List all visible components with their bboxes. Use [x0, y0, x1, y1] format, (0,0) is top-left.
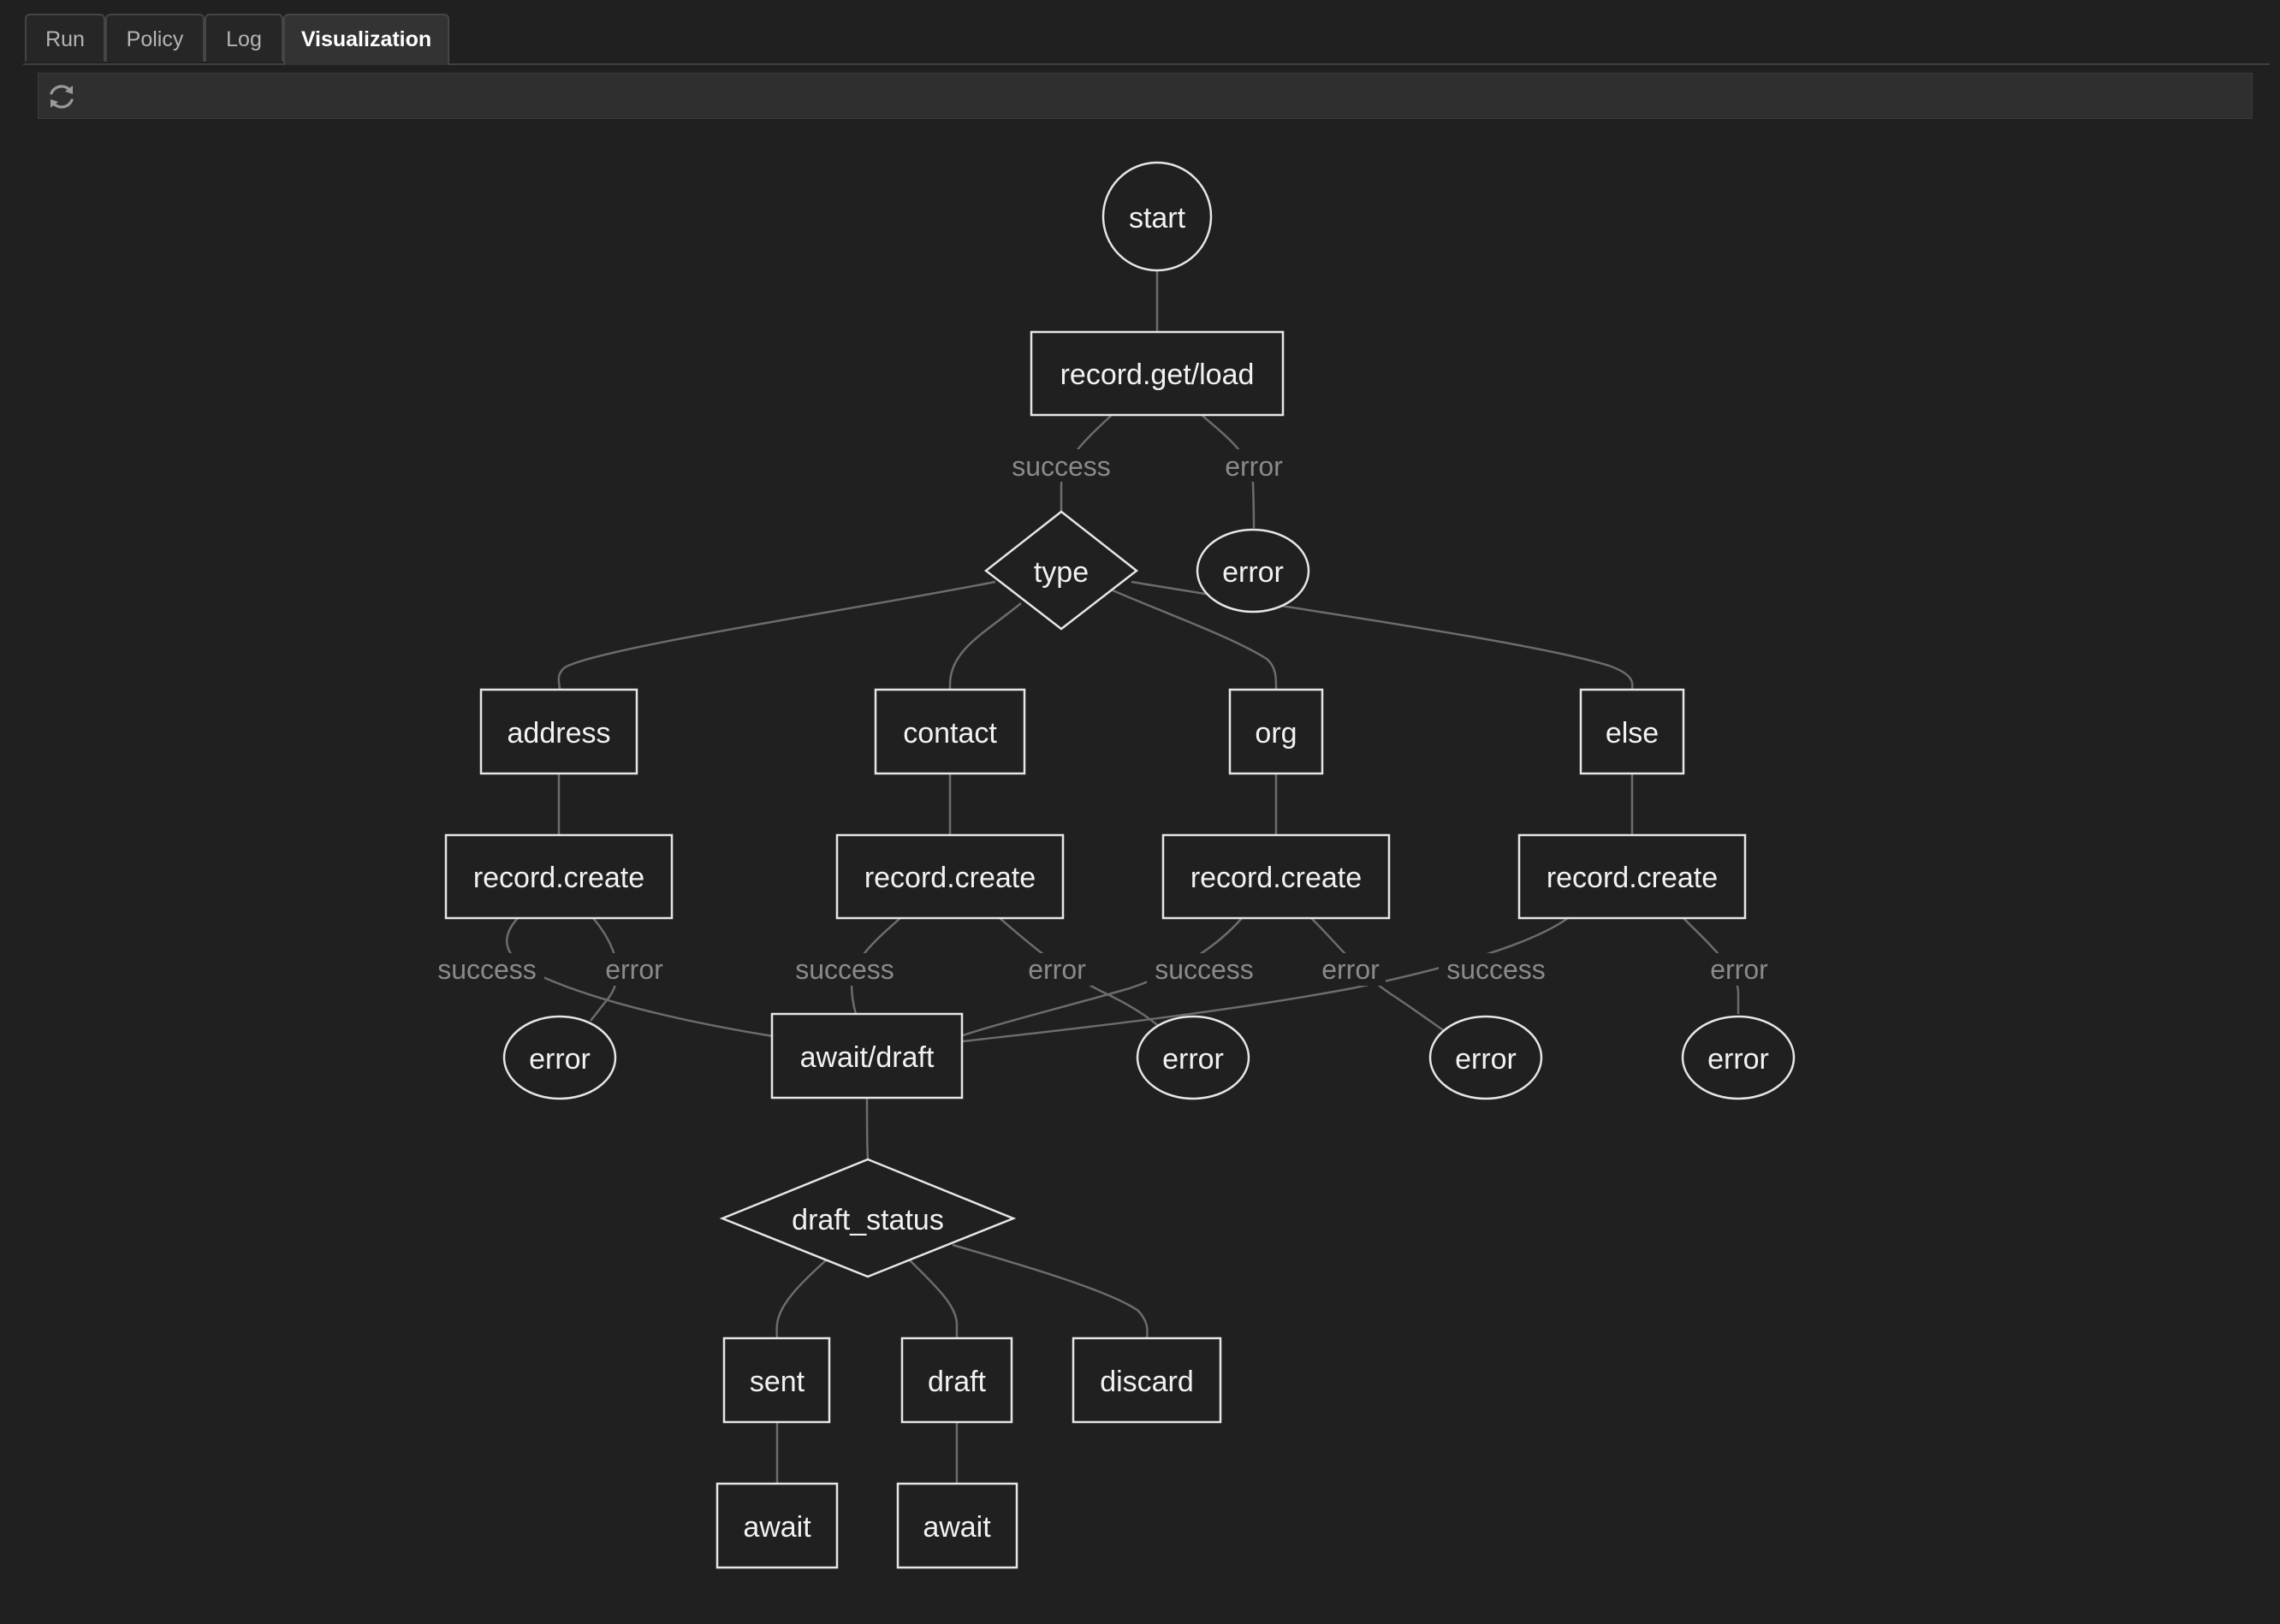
node-await-draft-branch-label: await	[923, 1511, 991, 1544]
node-else[interactable]: else	[1579, 688, 1685, 775]
edge-labels: success error success error success erro…	[430, 449, 1774, 986]
edge-label-load-error: error	[1225, 451, 1283, 482]
node-record-create-else[interactable]: record.create	[1517, 833, 1747, 920]
edge-status-sent	[775, 1259, 827, 1339]
edge-label-else-success: success	[1446, 954, 1546, 985]
node-load-error-label: error	[1222, 556, 1284, 589]
node-error-address[interactable]: error	[502, 1015, 617, 1100]
edge-label-load-success: success	[1012, 451, 1111, 482]
edge-type-contact	[948, 602, 1022, 689]
node-error-contact-label: error	[1162, 1043, 1224, 1076]
node-record-create-org-label: record.create	[1190, 862, 1362, 894]
node-record-create-address[interactable]: record.create	[444, 833, 674, 920]
tab-visualization[interactable]: Visualization	[283, 14, 449, 65]
edge-label-org-error: error	[1321, 954, 1380, 985]
node-sent-label: sent	[750, 1366, 805, 1398]
edge-type-org	[1112, 589, 1278, 690]
node-await-sent[interactable]: await	[715, 1482, 839, 1569]
edge-org-success	[962, 917, 1243, 1037]
tab-run[interactable]: Run	[25, 14, 105, 62]
node-error-org[interactable]: error	[1428, 1015, 1543, 1100]
edge-label-contact-success: success	[795, 954, 894, 985]
node-draft[interactable]: draft	[900, 1337, 1013, 1424]
node-type-label: type	[1034, 556, 1089, 589]
node-discard-label: discard	[1100, 1366, 1194, 1398]
edge-type-address	[557, 580, 996, 690]
node-contact-label: contact	[903, 717, 997, 750]
node-draft-status-decision[interactable]: draft_status	[719, 1158, 1017, 1278]
edge-label-contact-error: error	[1028, 954, 1086, 985]
tab-bar: Run Policy Log Visualization	[23, 14, 2270, 65]
visualization-toolbar	[38, 73, 2253, 119]
node-record-create-else-label: record.create	[1547, 862, 1718, 894]
edge-address-success	[506, 917, 774, 1038]
edge-type-else	[1131, 580, 1634, 690]
edge-status-draft	[909, 1259, 959, 1338]
node-error-contact[interactable]: error	[1136, 1015, 1250, 1100]
node-error-else[interactable]: error	[1681, 1015, 1796, 1100]
edge-await-draftstatus	[865, 1097, 870, 1160]
node-await-draft[interactable]: await/draft	[770, 1012, 964, 1099]
edge-label-org-success: success	[1155, 954, 1254, 985]
node-contact[interactable]: contact	[874, 688, 1026, 775]
node-start[interactable]: start	[1101, 161, 1213, 272]
node-draft-label: draft	[928, 1366, 987, 1398]
node-start-label: start	[1129, 202, 1186, 234]
node-discard[interactable]: discard	[1072, 1337, 1222, 1424]
node-draft-status-label: draft_status	[792, 1204, 944, 1236]
edge-org-error	[1310, 917, 1452, 1037]
node-else-label: else	[1606, 717, 1659, 750]
node-record-create-contact-label: record.create	[864, 862, 1036, 894]
node-error-else-label: error	[1707, 1043, 1769, 1076]
node-org-label: org	[1255, 717, 1297, 750]
node-sent[interactable]: sent	[722, 1337, 831, 1424]
edge-label-else-error: error	[1710, 954, 1768, 985]
node-record-create-address-label: record.create	[473, 862, 644, 894]
node-load-error[interactable]: error	[1196, 528, 1310, 613]
node-record-create-contact[interactable]: record.create	[835, 833, 1065, 920]
refresh-button[interactable]	[44, 79, 80, 115]
node-error-org-label: error	[1455, 1043, 1517, 1076]
node-address-label: address	[508, 717, 611, 750]
node-await-draft-branch[interactable]: await	[896, 1482, 1018, 1569]
node-address[interactable]: address	[479, 688, 638, 775]
tab-policy[interactable]: Policy	[105, 14, 205, 62]
edge-label-address-error: error	[605, 954, 663, 985]
node-record-get-load-label: record.get/load	[1060, 359, 1255, 391]
edge-else-success	[962, 916, 1569, 1043]
node-type-decision[interactable]: type	[983, 510, 1139, 631]
node-org[interactable]: org	[1228, 688, 1324, 775]
node-await-draft-label: await/draft	[800, 1041, 935, 1074]
graph-edges	[506, 271, 1740, 1484]
edge-label-address-success: success	[437, 954, 537, 985]
edge-status-discard	[952, 1243, 1149, 1339]
node-await-sent-label: await	[743, 1511, 811, 1544]
node-record-get-load[interactable]: record.get/load	[1030, 330, 1285, 417]
node-record-create-org[interactable]: record.create	[1161, 833, 1391, 920]
refresh-icon	[50, 85, 74, 109]
tab-log[interactable]: Log	[205, 14, 283, 62]
node-error-address-label: error	[529, 1043, 591, 1076]
edge-load-type	[1060, 414, 1113, 511]
